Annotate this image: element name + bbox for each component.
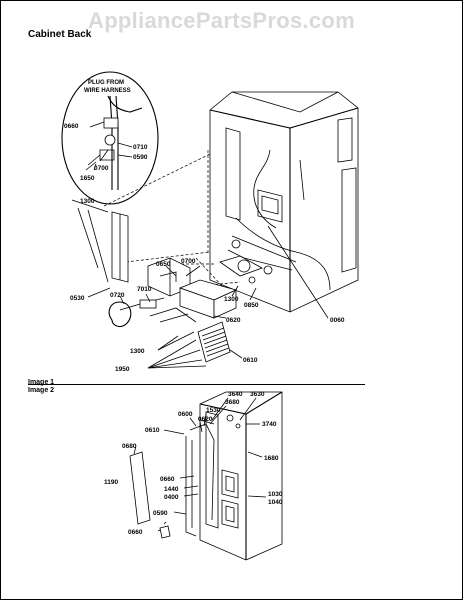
callout-1300-bottom: 1300 <box>130 348 145 355</box>
callout2-0400: 0400 <box>164 494 179 501</box>
machine-compartment-parts <box>147 257 238 323</box>
watermark: AppliancePartsPros.com <box>88 8 356 33</box>
inset-detail: PLUG FROM WIRE HARNESS <box>61 71 159 205</box>
callout-0700: 0700 <box>94 165 109 172</box>
callout2-0610: 0610 <box>145 427 160 434</box>
callout-1650: 1650 <box>80 175 95 182</box>
callout-0650: 0650 <box>156 261 171 268</box>
callout2-0590: 0590 <box>153 510 168 517</box>
callout2-0620: 0620 <box>198 416 213 423</box>
callout2-3640: 3640 <box>228 391 243 398</box>
image-divider <box>28 384 365 385</box>
callout-0530: 0530 <box>70 295 85 302</box>
callout2-1530: 1530 <box>206 407 221 414</box>
callout2-0600: 0600 <box>178 411 193 418</box>
callout-0700-b: 0700 <box>181 258 196 265</box>
drain-assembly <box>108 293 165 328</box>
image1-label: Image 1 <box>28 379 55 386</box>
callout-1300-left: 1300 <box>80 198 95 205</box>
image2-label: Image 2 <box>28 387 55 394</box>
refrigerator-cabinet-image2 <box>129 391 283 561</box>
callout2-0660-upper: 0660 <box>160 476 175 483</box>
callout2-1440: 1440 <box>164 486 179 493</box>
callout2-3630: 3630 <box>250 391 265 398</box>
callout-1950: 1950 <box>115 366 130 373</box>
page-title: Cabinet Back <box>28 29 92 40</box>
callout-0660: 0660 <box>64 123 79 130</box>
callout-0620: 0620 <box>226 317 241 324</box>
callout2-1190: 1190 <box>104 479 118 486</box>
refrigerator-cabinet <box>209 91 359 313</box>
callout2-3680: 3680 <box>225 399 240 406</box>
callout-0590: 0590 <box>133 154 148 161</box>
callout2-0680: 0680 <box>122 443 137 450</box>
callout-0720: 0720 <box>110 292 125 299</box>
inset-note-line1: PLUG FROM <box>88 80 124 86</box>
callout2-3740: 3740 <box>262 421 277 428</box>
callout2-1030: 1030 <box>268 491 283 498</box>
callout-0610: 0610 <box>243 357 258 364</box>
back-panel-0530 <box>71 199 129 298</box>
callout2-1040: 1040 <box>268 499 283 506</box>
image2-leaders <box>133 397 267 532</box>
callout2-0660-lower: 0660 <box>128 529 143 536</box>
callout-0710: 0710 <box>133 144 148 151</box>
inset-note-line2: WIRE HARNESS <box>84 88 131 94</box>
callout-0850: 0850 <box>244 302 259 309</box>
callout-7010: 7010 <box>137 286 152 293</box>
toe-grille-0610 <box>197 321 243 363</box>
callout-0060: 0060 <box>330 317 345 324</box>
callout-1300-center: 1300 <box>224 296 239 303</box>
callout2-1680: 1680 <box>264 455 279 462</box>
